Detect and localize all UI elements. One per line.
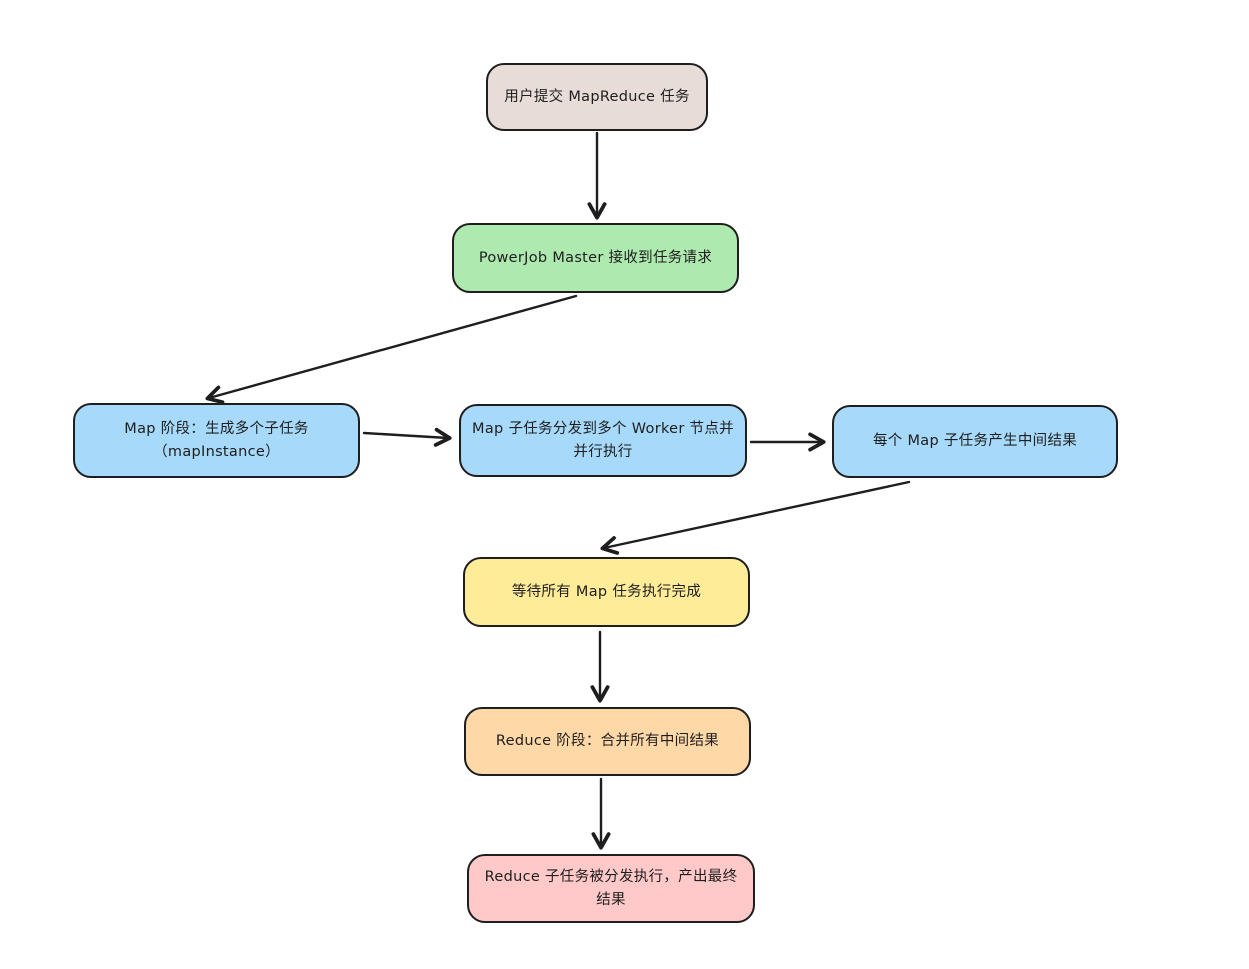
arrow-master-to-map-phase xyxy=(205,294,578,405)
node-map-phase: Map 阶段：生成多个子任务 （mapInstance） xyxy=(73,403,360,478)
node-map-dispatch: Map 子任务分发到多个 Worker 节点并并行执行 xyxy=(459,404,747,477)
node-map-intermediate: 每个 Map 子任务产生中间结果 xyxy=(832,405,1118,478)
arrow-intermediate-to-wait xyxy=(600,480,911,555)
node-user-submit: 用户提交 MapReduce 任务 xyxy=(486,63,708,131)
node-reduce-phase: Reduce 阶段：合并所有中间结果 xyxy=(464,707,751,776)
node-master-receive: PowerJob Master 接收到任务请求 xyxy=(452,223,739,293)
node-reduce-final: Reduce 子任务被分发执行，产出最终结果 xyxy=(467,854,755,923)
arrow-map-phase-to-dispatch xyxy=(362,427,452,447)
node-wait-complete: 等待所有 Map 任务执行完成 xyxy=(463,557,750,627)
